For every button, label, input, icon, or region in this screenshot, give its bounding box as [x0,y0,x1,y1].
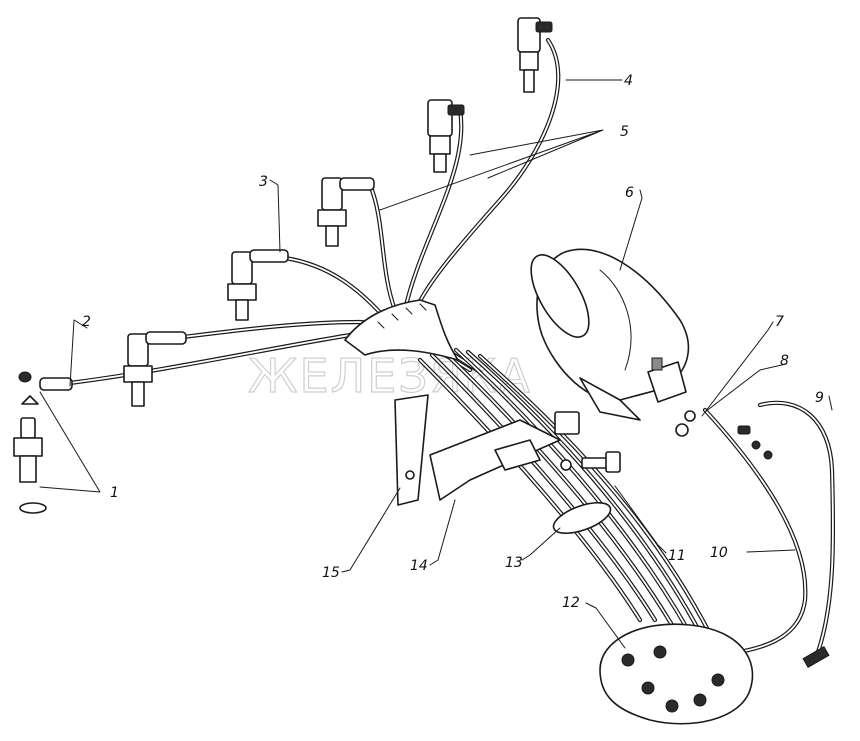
washer [684,410,696,422]
distributor-cap [599,623,754,725]
leader-lines [39,79,833,649]
wire-holder-bracket [344,299,459,361]
spark-plug [123,331,187,407]
label-11: 11 [668,548,686,564]
callout-labels: 1 2 3 4 5 6 7 8 9 10 11 12 13 14 15 [82,73,824,611]
label-9: 9 [815,390,824,406]
label-4: 4 [624,73,633,89]
bracket-15 [394,394,429,506]
bolt [560,451,621,473]
label-7: 7 [775,314,784,330]
spark-plug [427,99,465,173]
spark-plug-loose [13,371,73,514]
label-13: 13 [505,555,523,571]
spark-plug [227,249,289,321]
clamp-13 [552,501,612,535]
label-5: 5 [620,124,629,140]
wire-bundle [417,347,721,653]
label-2: 2 [82,314,91,330]
bracket-14 [429,411,580,501]
label-14: 14 [410,558,428,574]
label-8: 8 [780,353,789,369]
spark-plug [517,17,553,93]
label-3: 3 [259,174,268,190]
label-12: 12 [562,595,580,611]
label-15: 15 [322,565,340,581]
terminal [737,425,751,435]
high-tension-wires [67,37,561,386]
label-1: 1 [110,485,119,501]
ignition-coil [530,248,690,421]
nut [675,423,689,437]
label-10: 10 [710,545,728,561]
label-6: 6 [625,185,634,201]
spark-plug [317,177,375,247]
